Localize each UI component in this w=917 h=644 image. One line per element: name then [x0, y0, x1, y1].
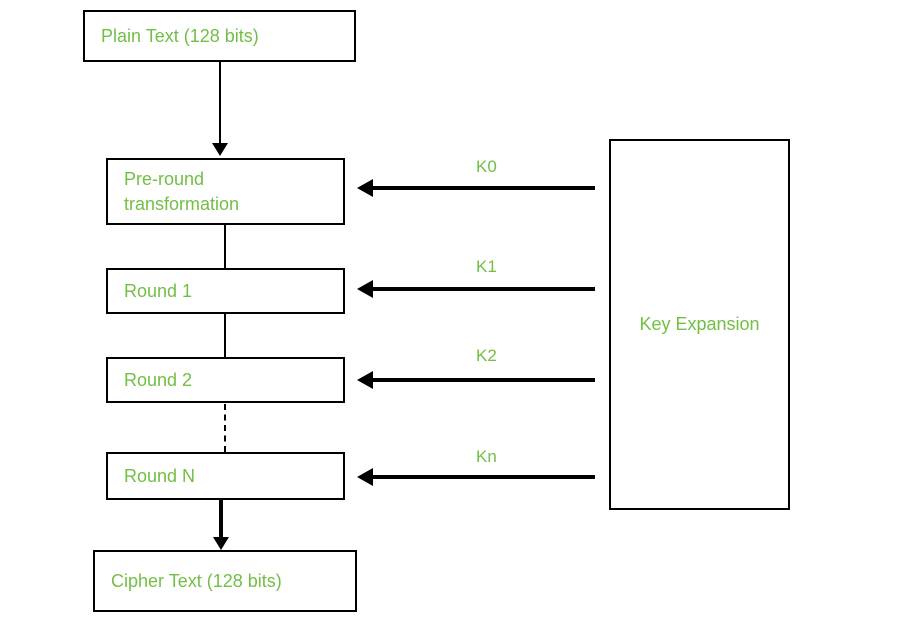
- edge-kn-arrowhead: [357, 468, 373, 486]
- node-round-1-label: Round 1: [124, 280, 193, 301]
- edge-k0-line: [372, 186, 595, 190]
- edge-k2-line: [372, 378, 595, 382]
- node-round-2[interactable]: Round 2: [106, 357, 345, 403]
- node-cipher-text[interactable]: Cipher Text (128 bits): [93, 550, 357, 612]
- key-label-k0: K0: [476, 157, 497, 176]
- node-key-expansion-label: Key Expansion: [639, 314, 760, 334]
- edge-k1-line: [372, 287, 595, 291]
- edge-k1-arrowhead: [357, 280, 373, 298]
- node-key-expansion[interactable]: Key Expansion: [609, 139, 790, 510]
- node-plain-text[interactable]: Plain Text (128 bits): [83, 10, 356, 62]
- node-pre-round-transformation[interactable]: Pre-round transformation: [106, 158, 345, 225]
- node-pre-round-transformation-label: Pre-round transformation: [124, 168, 240, 214]
- edge-plaintext-to-preround-arrowhead: [212, 143, 228, 156]
- node-round-1[interactable]: Round 1: [106, 268, 345, 314]
- edge-preround-to-round1-line: [224, 225, 226, 269]
- node-plain-text-label: Plain Text (128 bits): [101, 25, 259, 46]
- node-round-n[interactable]: Round N: [106, 452, 345, 500]
- node-cipher-text-label: Cipher Text (128 bits): [111, 570, 282, 591]
- edge-k0-arrowhead: [357, 179, 373, 197]
- edge-round1-to-round2-line: [224, 314, 226, 358]
- edge-roundn-to-ciphertext-arrowhead: [213, 537, 229, 550]
- edge-roundn-to-ciphertext-line: [219, 500, 223, 539]
- key-label-k1: K1: [476, 257, 497, 276]
- node-round-2-label: Round 2: [124, 369, 193, 390]
- key-label-k2: K2: [476, 346, 497, 365]
- node-round-n-label: Round N: [124, 465, 196, 486]
- edge-plaintext-to-preround-line: [219, 62, 221, 144]
- edge-round2-to-roundn-dashed-line: [224, 404, 226, 452]
- edge-k2-arrowhead: [357, 371, 373, 389]
- key-label-kn: Kn: [476, 447, 497, 466]
- edge-kn-line: [372, 475, 595, 479]
